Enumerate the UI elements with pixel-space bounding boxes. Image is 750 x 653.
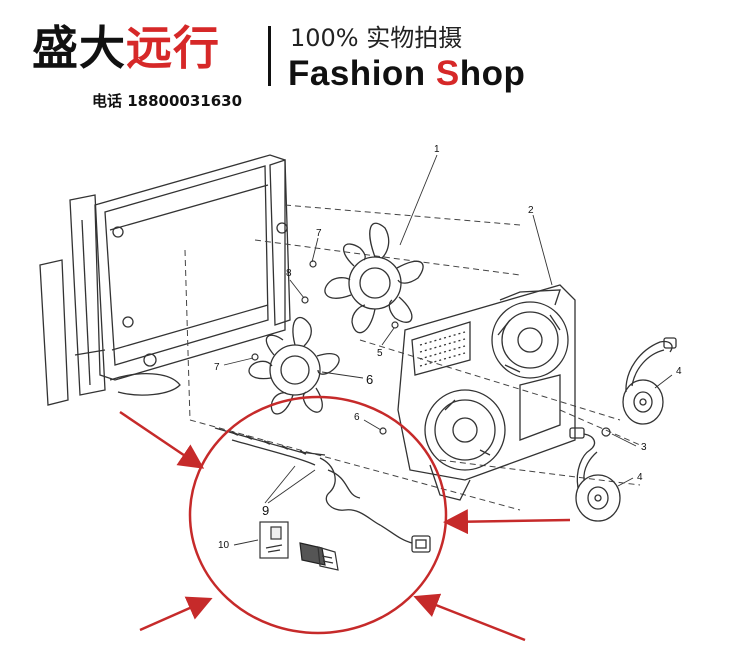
alignment-lines [184,204,641,511]
callout-6-fan: 6 [366,372,373,387]
fan-blade-upper [324,222,424,334]
arrow-lower-right [413,593,526,642]
tagline-en-part3: hop [459,54,526,93]
fan-blade-lower [248,316,340,415]
highlight-annotation [119,395,571,642]
callout-3: 3 [641,442,647,453]
callout-4-upper: 4 [676,366,682,377]
callout-10: 10 [218,540,230,551]
fan-motor-upper [622,337,677,425]
fan-shroud [397,284,576,501]
fasteners [251,260,611,437]
brand-name-part2: 远行 [126,21,220,75]
callout-2: 2 [528,205,534,216]
callout-9: 9 [262,503,269,518]
arrow-upper-left [119,410,205,469]
clip-detail [259,521,339,571]
callout-labels: 1 2 3 4 4 5 6 6 7 7 8 9 10 [214,144,682,551]
brand-name-part1: 盛大 [32,21,126,75]
arrow-lower-left [139,596,213,632]
callout-7-lower: 7 [214,362,220,373]
tagline-en-part1: Fashion [288,54,436,93]
header-divider [268,26,271,86]
phone-number: 电话 18800031630 [92,92,243,110]
callout-6-fastener: 6 [354,412,360,423]
callout-7-upper: 7 [316,228,322,239]
radiator [39,154,291,406]
highlight-circle [188,395,448,635]
wiring-harness [214,427,431,553]
shop-header: 盛大远行 100% 实物拍摄 Fashion Shop 电话 188000316… [0,0,750,120]
callout-8: 8 [286,268,292,279]
shop-logo: 盛大远行 [32,22,220,74]
callout-4-lower: 4 [637,472,643,483]
fan-motor-lower [569,427,621,522]
callout-5: 5 [377,348,383,359]
arrow-right [443,509,571,535]
tagline-en-part2: S [435,54,460,93]
tagline-en: Fashion Shop [288,56,525,92]
callout-1: 1 [434,144,440,155]
tagline-cn: 100% 实物拍摄 [290,24,463,52]
leader-lines [223,154,673,546]
